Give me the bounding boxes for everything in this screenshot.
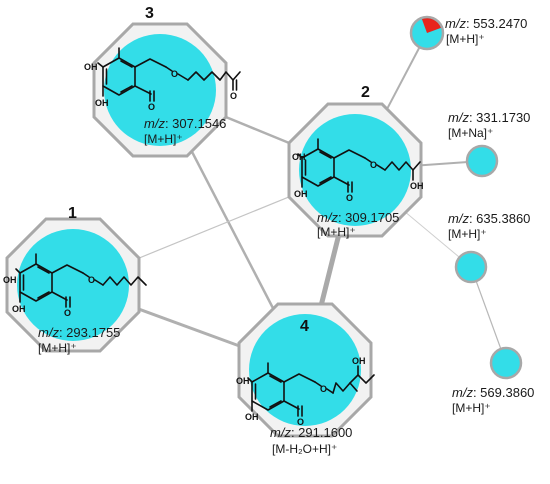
node-1-id: 1	[68, 205, 77, 222]
node-s3-mz-prefix: m/z	[448, 211, 469, 226]
node-4[interactable]: OH OH O O OH 4 m/z: 291.1600 [M-H₂O+H]⁺	[236, 302, 375, 456]
node-3-ion: [M+H]⁺	[144, 132, 183, 146]
node-s1-mz-prefix: m/z	[445, 16, 466, 31]
node-2-atom-o-carbonyl: O	[346, 193, 353, 203]
node-4-mz-value: : 291.1600	[291, 425, 352, 440]
node-s1-ion: [M+H]⁺	[446, 32, 485, 46]
edge-s3-s4[interactable]	[470, 266, 507, 364]
node-s3-mz-value: : 635.3860	[469, 211, 530, 226]
node-1-disc	[17, 229, 129, 341]
node-3-mz-value: : 307.1546	[165, 116, 226, 131]
node-4-ion: [M-H₂O+H]⁺	[272, 442, 337, 456]
node-3-atom-oh-top: OH	[84, 62, 98, 72]
node-2-mz-prefix: m/z	[317, 210, 338, 225]
node-4-structure	[247, 362, 375, 417]
node-s2-mz-value: : 331.1730	[469, 110, 530, 125]
node-4-atom-oh-chain: OH	[352, 356, 366, 366]
node-2-mz-value: : 309.1705	[338, 210, 399, 225]
node-2-atom-oh-bottom: OH	[294, 189, 308, 199]
node-2-atom-oh-top: OH	[292, 152, 306, 162]
node-3-atom-o-carbonyl: O	[148, 102, 155, 112]
node-1-atom-o-carbonyl: O	[64, 308, 71, 318]
pie-slice-red	[421, 18, 441, 33]
node-s3-ion: [M+H]⁺	[448, 227, 487, 241]
node-3[interactable]: OH OH O O O 3 m/z: 307.1546 [M+H]⁺	[84, 5, 241, 158]
node-s2-ion: [M+Na]⁺	[448, 126, 493, 140]
node-s2-mz: m/z: 331.1730	[448, 110, 530, 125]
node-s4[interactable]	[489, 346, 523, 380]
node-s4-mz-value: : 569.3860	[473, 385, 534, 400]
node-1-mz: m/z: 293.1755	[38, 325, 120, 340]
node-3-disc	[104, 34, 216, 146]
node-2-ion: [M+H]⁺	[317, 225, 356, 239]
node-1-structure	[15, 253, 147, 308]
node-4-mz: m/z: 291.1600	[270, 425, 352, 440]
node-4-atom-o-ring: O	[320, 384, 327, 394]
node-1-ion: [M+H]⁺	[38, 341, 77, 355]
node-3-mz-prefix: m/z	[144, 116, 165, 131]
node-4-atom-oh-bottom: OH	[245, 412, 259, 422]
node-3-structure	[97, 47, 241, 102]
node-s1[interactable]	[409, 15, 445, 51]
node-1-atom-oh-top: OH	[3, 275, 17, 285]
node-4-mz-prefix: m/z	[270, 425, 291, 440]
node-s1-mz: m/z: 553.2470	[445, 16, 527, 31]
node-s2-mz-prefix: m/z	[448, 110, 469, 125]
node-1-atom-o-ring: O	[88, 275, 95, 285]
node-1-mz-value: : 293.1755	[59, 325, 120, 340]
node-4-id: 4	[300, 318, 309, 335]
node-4-disc	[249, 314, 361, 426]
node-3-atom-o-ketone: O	[230, 91, 237, 101]
node-1-mz-prefix: m/z	[38, 325, 59, 340]
node-1[interactable]: OH OH O O 1 m/z: 293.1755 [M+H]⁺	[3, 205, 147, 355]
node-s3[interactable]	[454, 250, 488, 284]
node-4-atom-o-carbonyl: O	[297, 417, 304, 427]
node-2-structure	[297, 138, 421, 193]
node-1-atom-oh-bottom: OH	[12, 304, 26, 314]
node-s3-mz: m/z: 635.3860	[448, 211, 530, 226]
node-s4-ion: [M+H]⁺	[452, 401, 491, 415]
node-2-atom-o-ring: O	[370, 160, 377, 170]
node-3-mz: m/z: 307.1546	[144, 116, 226, 131]
node-s2[interactable]	[465, 144, 499, 178]
node-s4-mz-prefix: m/z	[452, 385, 473, 400]
node-s1-mz-value: : 553.2470	[466, 16, 527, 31]
node-3-atom-oh-bottom: OH	[95, 98, 109, 108]
node-2-disc	[299, 114, 411, 226]
node-2-atom-oh-chain: OH	[410, 181, 424, 191]
node-2-mz: m/z: 309.1705	[317, 210, 399, 225]
node-2[interactable]: OH OH O O OH 2 m/z: 309.1705 [M+H]⁺	[287, 84, 424, 239]
node-3-atom-o-ring: O	[171, 69, 178, 79]
node-2-id: 2	[361, 84, 370, 101]
node-s4-mz: m/z: 569.3860	[452, 385, 534, 400]
node-4-atom-oh-top: OH	[236, 376, 250, 386]
node-3-id: 3	[145, 5, 154, 22]
